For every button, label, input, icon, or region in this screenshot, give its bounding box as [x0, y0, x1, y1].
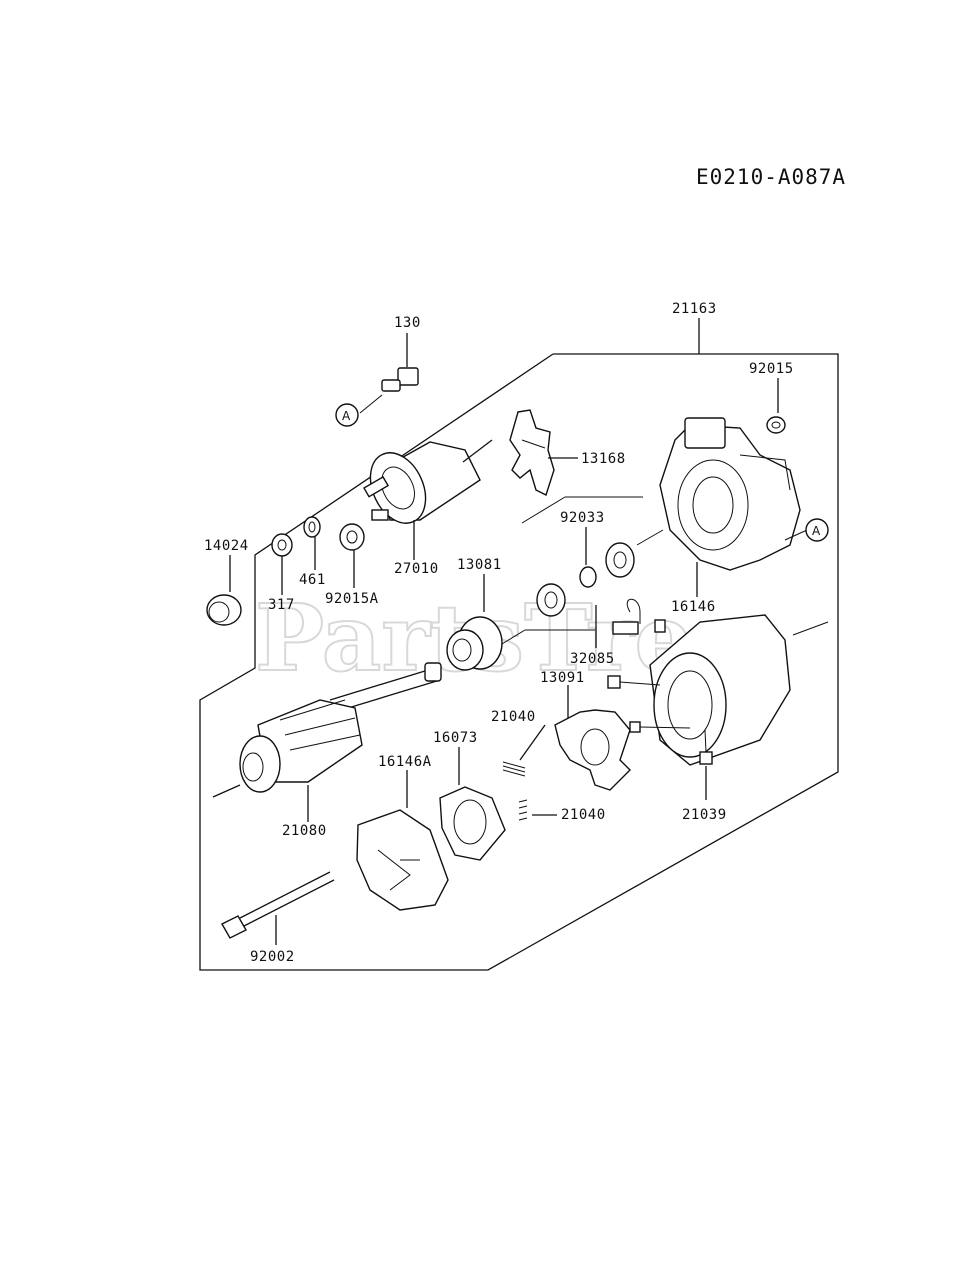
guide-line-2	[521, 496, 566, 524]
ring-92033[interactable]	[579, 527, 597, 588]
label-21163: 21163	[672, 301, 717, 317]
ref-marker-a-2: A	[812, 524, 821, 538]
housing-16146[interactable]: A	[636, 417, 829, 597]
label-130: 130	[394, 315, 421, 331]
yoke-21039[interactable]	[607, 598, 829, 800]
label-92015: 92015	[749, 361, 794, 377]
label-92015a: 92015A	[325, 591, 379, 607]
drive-13081[interactable]	[446, 574, 503, 671]
end-cover-16146a[interactable]	[356, 770, 449, 911]
label-21040-a: 21040	[491, 709, 536, 725]
label-21040-b: 21040	[561, 807, 606, 823]
cap-14024[interactable]	[206, 555, 242, 626]
bushing-32085[interactable]	[536, 583, 597, 648]
nut-92015[interactable]	[766, 378, 786, 434]
bolt-92002[interactable]	[221, 871, 335, 945]
label-16073: 16073	[433, 730, 478, 746]
label-13091: 13091	[540, 670, 585, 686]
label-27010: 27010	[394, 561, 439, 577]
label-317: 317	[268, 597, 295, 613]
label-21080: 21080	[282, 823, 327, 839]
label-14024: 14024	[204, 538, 249, 554]
plate-16073[interactable]	[439, 747, 506, 861]
lever-13168[interactable]	[509, 409, 578, 496]
label-16146a: 16146A	[378, 754, 432, 770]
ref-marker-a: A	[342, 409, 351, 423]
assembly-boundary	[199, 353, 839, 971]
solenoid-27010[interactable]	[360, 439, 493, 560]
nut-317[interactable]	[271, 533, 293, 595]
bolt-130[interactable]: A	[335, 333, 419, 427]
label-21039: 21039	[682, 807, 727, 823]
label-16146: 16146	[671, 599, 716, 615]
nut-92015a[interactable]	[339, 523, 365, 588]
label-13081: 13081	[457, 557, 502, 573]
spring-21040-b[interactable]	[518, 799, 557, 821]
label-13168: 13168	[581, 451, 626, 467]
label-92033: 92033	[560, 510, 605, 526]
label-92002: 92002	[250, 949, 295, 965]
brush-holder-13091[interactable]	[554, 685, 631, 791]
washer-461[interactable]	[303, 516, 321, 570]
gear-ring[interactable]	[605, 542, 635, 578]
label-461: 461	[299, 572, 326, 588]
armature-21080[interactable]	[212, 662, 442, 822]
spring-21040-a[interactable]	[502, 724, 546, 777]
label-32085: 32085	[570, 651, 615, 667]
diagram-code: E0210-A087A	[696, 165, 846, 189]
